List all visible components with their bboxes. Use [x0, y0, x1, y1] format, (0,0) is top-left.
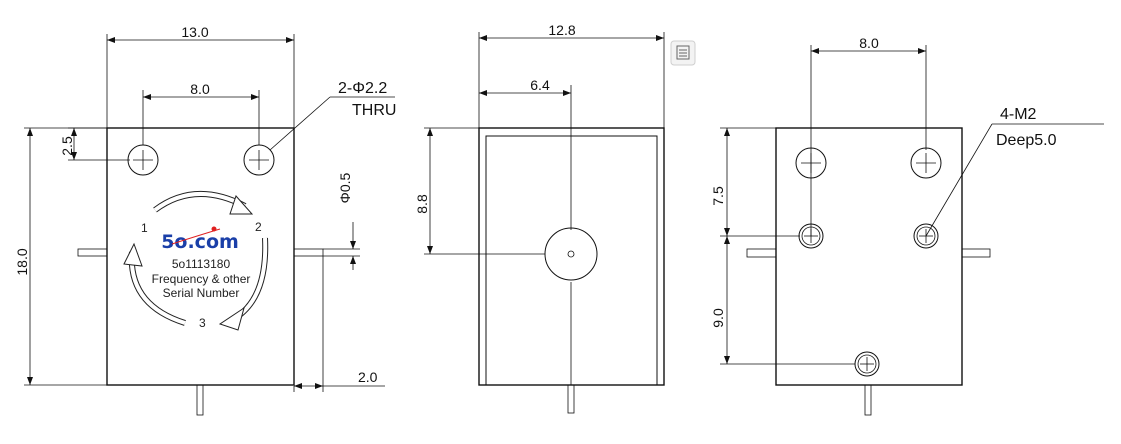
dim-right-vertical-9-0: 9.0 [710, 308, 726, 328]
logo-swoosh-icon [171, 228, 221, 245]
serial-line-3: Serial Number [163, 286, 240, 300]
company-logo-text: 5o.com [161, 231, 239, 253]
dim-middle-height: 8.8 [414, 194, 430, 214]
right-view-right-pin [961, 248, 991, 258]
dim-hole-offset-2-5: 2.5 [59, 136, 75, 156]
dim-width-13: 13.0 [181, 24, 208, 40]
thread-callout-deep: Deep5.0 [996, 132, 1057, 149]
left-pin [77, 248, 108, 257]
middle-body-outline [478, 127, 665, 386]
right-body-outline [775, 127, 963, 386]
hole-callout-dia: 2-Φ2.2 [338, 80, 387, 97]
dim-middle-width: 12.8 [548, 22, 575, 38]
right-view-left-pin [746, 248, 777, 258]
middle-view: 12.8 6.4 8.8 [414, 22, 665, 414]
port-1-label: 1 [141, 221, 148, 235]
dim-middle-half: 6.4 [530, 77, 550, 93]
port-3-label: 3 [199, 316, 206, 330]
dim-pin-length-2: 2.0 [358, 369, 378, 385]
circulator-arrows [123, 190, 269, 331]
dim-pin-dia: Φ0.5 [337, 172, 353, 203]
middle-bottom-pin [567, 384, 575, 414]
port-2-label: 2 [255, 220, 262, 234]
bottom-pin [196, 384, 204, 416]
serial-line-1: 5o1113180 [172, 257, 231, 271]
dim-right-vertical-7-5: 7.5 [710, 186, 726, 206]
dim-right-hole-spacing: 8.0 [859, 35, 879, 51]
serial-line-2: Frequency & other [152, 272, 251, 286]
right-view: 8.0 4-M2 Deep5.0 7.5 9.0 [710, 35, 1104, 416]
image-viewer-icon[interactable] [670, 40, 696, 66]
thread-callout-m2: 4-M2 [1000, 106, 1037, 123]
middle-inner-outline [485, 135, 658, 386]
connector-center [567, 250, 575, 258]
right-view-bottom-pin [864, 384, 872, 416]
hole-callout-thru: THRU [352, 102, 396, 119]
dim-height-18: 18.0 [14, 248, 30, 275]
right-pin [293, 248, 324, 257]
left-view: 13.0 8.0 2-Φ2.2 THRU 2.5 18.0 Φ0.5 2.0 [14, 24, 396, 416]
dim-hole-spacing-8: 8.0 [190, 81, 210, 97]
